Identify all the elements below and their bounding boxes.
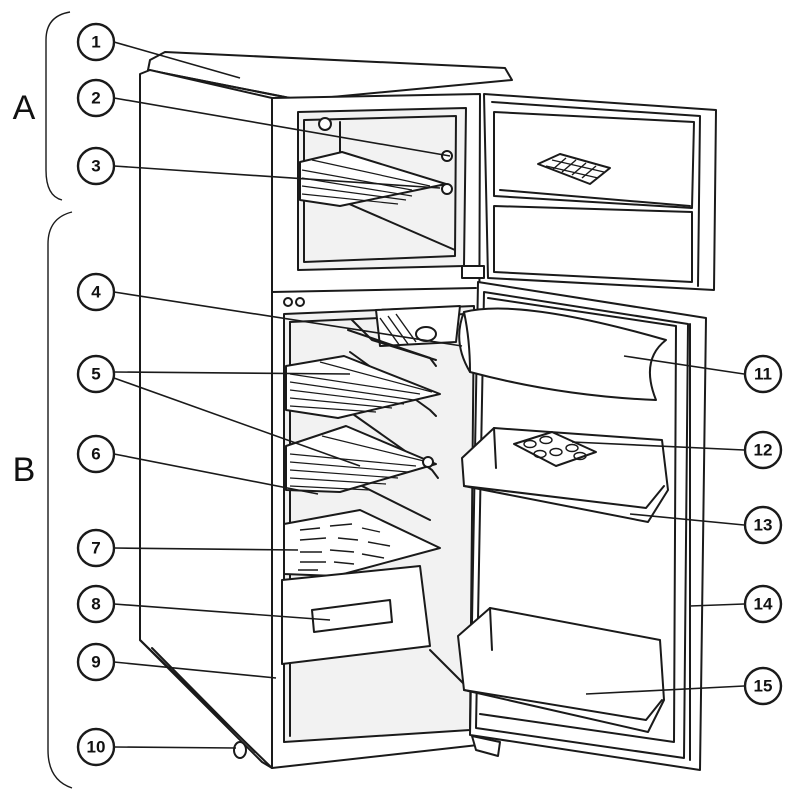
butter-compartment bbox=[458, 307, 667, 401]
svg-text:5: 5 bbox=[91, 365, 100, 384]
callout-11: 11 bbox=[743, 354, 783, 394]
freezer-shelf bbox=[299, 151, 447, 207]
crisper-drawer bbox=[281, 565, 431, 665]
callout-13: 13 bbox=[743, 505, 783, 545]
callout-12: 12 bbox=[743, 430, 783, 470]
top-hinge bbox=[461, 265, 485, 279]
svg-text:15: 15 bbox=[754, 677, 773, 696]
callout-14: 14 bbox=[743, 584, 783, 624]
egg-tray bbox=[513, 431, 597, 467]
svg-text:10: 10 bbox=[87, 738, 106, 757]
svg-text:13: 13 bbox=[754, 516, 773, 535]
svg-text:4: 4 bbox=[91, 283, 101, 302]
fridge-shelf-lower bbox=[285, 425, 437, 493]
crisper-cover bbox=[283, 509, 441, 577]
bottom-hinge bbox=[471, 735, 501, 757]
section-label-b: B bbox=[13, 451, 36, 489]
ice-cube-tray bbox=[537, 153, 611, 185]
callout-10: 10 bbox=[76, 727, 116, 767]
svg-text:12: 12 bbox=[754, 441, 773, 460]
cabinet-left-side bbox=[139, 69, 273, 769]
callout-15: 15 bbox=[743, 666, 783, 706]
freezer-door bbox=[483, 93, 717, 291]
adjustable-foot bbox=[233, 741, 247, 759]
bottle-shelf bbox=[457, 607, 665, 733]
svg-text:7: 7 bbox=[91, 539, 100, 558]
svg-text:1: 1 bbox=[91, 33, 100, 52]
svg-text:14: 14 bbox=[754, 595, 773, 614]
section-bracket-a bbox=[45, 11, 71, 201]
callout-9: 9 bbox=[76, 642, 116, 682]
callout-6: 6 bbox=[76, 434, 116, 474]
callout-3: 3 bbox=[76, 146, 116, 186]
svg-text:2: 2 bbox=[91, 89, 100, 108]
callout-4: 4 bbox=[76, 272, 116, 312]
door-shelf-upper bbox=[461, 427, 669, 523]
leader-lines bbox=[113, 41, 745, 749]
callout-8: 8 bbox=[76, 584, 116, 624]
callout-5: 5 bbox=[76, 354, 116, 394]
section-bracket-b bbox=[47, 211, 73, 789]
fridge-shelf-upper bbox=[285, 355, 441, 419]
section-label-a: A bbox=[13, 89, 36, 127]
svg-text:11: 11 bbox=[754, 365, 772, 384]
svg-text:9: 9 bbox=[91, 653, 100, 672]
callout-7: 7 bbox=[76, 528, 116, 568]
svg-text:6: 6 bbox=[91, 445, 100, 464]
svg-text:8: 8 bbox=[91, 595, 100, 614]
callout-2: 2 bbox=[76, 78, 116, 118]
callout-1: 1 bbox=[76, 22, 116, 62]
svg-text:3: 3 bbox=[91, 157, 100, 176]
